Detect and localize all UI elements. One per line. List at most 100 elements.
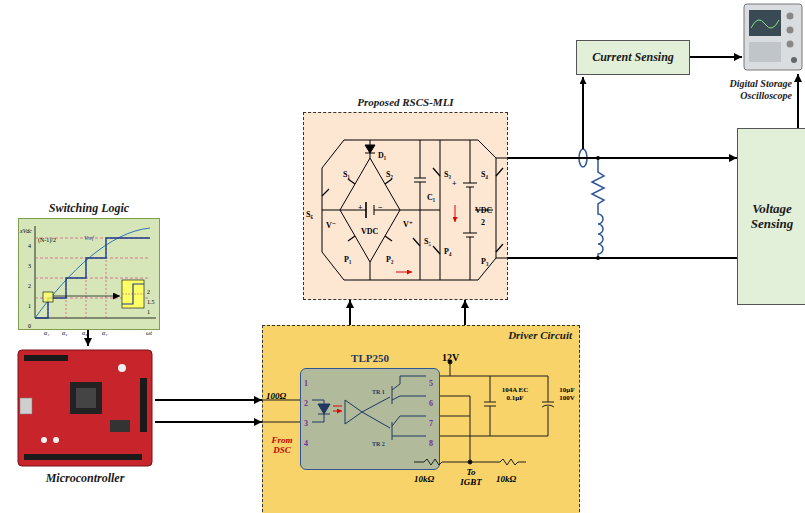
- microcontroller-board-art-part: [118, 364, 126, 372]
- label-anchor: 2: [147, 280, 150, 298]
- current-sensing-box: Current Sensing: [576, 40, 690, 75]
- inverter-circuit-part: [340, 210, 400, 211]
- component-label: S₂: [386, 170, 393, 179]
- axis-label: 1: [147, 309, 150, 315]
- switching-logic-panel: Switching Logic: [18, 218, 160, 330]
- label-anchor: 8: [429, 432, 433, 450]
- label-anchor: 2: [304, 392, 308, 410]
- label-anchor: 2: [28, 274, 31, 292]
- label-anchor: S₁: [343, 163, 350, 181]
- driver-wiring-part: [468, 460, 472, 464]
- label-anchor: VDC: [361, 220, 378, 238]
- label-anchor: 104A EC 0.1µF: [498, 386, 532, 404]
- component-label: V⁺: [403, 220, 413, 229]
- axis-label: (N-1)/2: [38, 237, 56, 243]
- part-value: To IGBT: [456, 468, 486, 488]
- label-anchor: 10kΩ: [414, 468, 434, 486]
- microcontroller-board-art-part: [20, 398, 32, 414]
- signal-arrow: [87, 330, 89, 346]
- node-heading: TLP250: [301, 352, 439, 367]
- axis-label: 3: [28, 263, 31, 269]
- component-label: S₄: [481, 170, 488, 179]
- inverter-circuit-part: [322, 140, 370, 280]
- driver-wiring-part: [484, 376, 496, 436]
- waveform-graph-part: [35, 226, 36, 318]
- component-label: C₁: [427, 193, 435, 202]
- pin-number: 4: [304, 439, 308, 448]
- waveform-graph-part: [35, 238, 150, 318]
- inverter-circuit-part: [365, 202, 367, 218]
- microcontroller-board-art-part: [18, 350, 152, 466]
- inverter-circuit-part: [396, 272, 412, 273]
- current-probe-part: [579, 149, 587, 167]
- waveform-graph-part: [53, 296, 120, 297]
- axis-label: 1.5: [147, 299, 155, 305]
- axis-label: xVdc: [20, 228, 32, 234]
- label-anchor: P₁: [344, 248, 351, 266]
- inverter-circuit-part: [496, 158, 508, 258]
- oscilloscope-art-part: [749, 10, 781, 36]
- component-label: P₁: [344, 255, 351, 264]
- measurement-arrow: [797, 74, 799, 128]
- node-heading: Digital Storage Oscilloscope: [726, 78, 792, 101]
- label-anchor: P₄: [444, 240, 451, 258]
- part-value: 10µF 100V: [556, 387, 578, 402]
- axis-label: 4: [28, 243, 31, 249]
- optocoupler-internals: [312, 376, 426, 440]
- oscilloscope-art-part: [787, 41, 794, 48]
- oscilloscope-art: [744, 4, 802, 70]
- axis-label: 1: [28, 303, 31, 309]
- output-wire: [508, 257, 737, 259]
- component-label: S₅: [424, 237, 431, 246]
- part-value: TR 1: [372, 389, 385, 395]
- waveform-graph-part: [122, 294, 144, 295]
- node-heading: Voltage Sensing: [738, 202, 805, 232]
- node-heading: Driver Circuit: [263, 326, 579, 342]
- axis-label: α₃: [82, 330, 87, 336]
- axis-label: α₂: [62, 330, 67, 336]
- label-anchor: VDC: [475, 199, 492, 217]
- axis-label: Vref: [84, 235, 94, 241]
- label-anchor: S₃: [444, 163, 451, 181]
- node-heading: Switching Logic: [19, 202, 159, 217]
- rl-load-part: [596, 156, 600, 160]
- label-anchor: α₁: [44, 321, 49, 339]
- component-label: D₁: [378, 151, 386, 160]
- component-label: VDC: [475, 206, 492, 215]
- label-anchor: xVdc: [20, 219, 32, 237]
- current-probe: [579, 77, 587, 167]
- label-anchor: TR 1: [372, 380, 385, 398]
- label-anchor: Vref: [84, 226, 94, 244]
- label-anchor: P₂: [386, 248, 393, 266]
- label-anchor: −: [378, 196, 383, 214]
- axis-label: α₁: [44, 330, 49, 336]
- inverter-circuit-part: [340, 158, 400, 262]
- inverter-circuit-part: [440, 140, 441, 280]
- microcontroller-board-art-part: [110, 420, 130, 432]
- optocoupler-internals-part: [392, 376, 426, 404]
- optocoupler-internals-part: [345, 400, 362, 424]
- part-value: 100Ω: [266, 391, 286, 401]
- waveform-graph-part: [35, 318, 156, 319]
- microcontroller-board-art-part: [41, 437, 47, 443]
- rl-load: [592, 156, 604, 260]
- driver-circuit-panel: Driver CircuitTLP250: [262, 325, 580, 513]
- pin-number: 1: [304, 379, 308, 388]
- voltage-sensing-box: Voltage Sensing: [737, 128, 805, 305]
- component-label: P₃: [481, 257, 488, 266]
- driver-wiring-part: [440, 362, 548, 462]
- inverter-circuit-part: [374, 205, 375, 215]
- output-wire: [508, 157, 737, 159]
- driver-wiring: [262, 360, 554, 465]
- microcontroller-board: Microcontroller: [15, 346, 155, 468]
- component-label: 2: [481, 218, 485, 227]
- label-anchor: TR 2: [372, 432, 385, 450]
- label-anchor: 10µF 100V: [556, 386, 578, 404]
- oscilloscope: Digital Storage Oscilloscope: [742, 2, 802, 74]
- label-anchor: 5: [429, 372, 433, 390]
- label-anchor: (N-1)/2: [38, 228, 56, 246]
